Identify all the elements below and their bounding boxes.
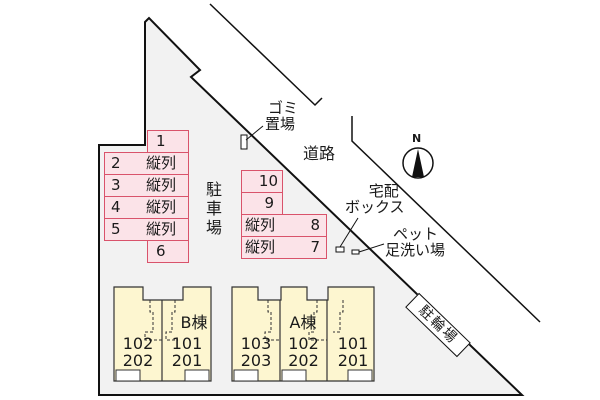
slot-type: 縦列 (146, 198, 177, 216)
parking-slot-5: 5 縦列 (104, 218, 189, 241)
parking-slot-2: 2 縦列 (104, 152, 189, 175)
unit-a-101: 101 201 (330, 335, 376, 369)
road-edge-upper (209, 3, 323, 107)
garbage-box-marker (240, 134, 248, 150)
slot-number: 8 (310, 216, 320, 234)
delivery-label-line: ボックス (345, 198, 405, 216)
unit-number: 101 (337, 334, 369, 353)
unit-number: 203 (240, 351, 272, 370)
unit-a-103: 103 203 (232, 335, 280, 369)
north-compass-icon (402, 147, 434, 179)
parking-slot-3: 3 縦列 (104, 174, 189, 197)
pet-wash-marker (351, 249, 360, 255)
unit-number: 201 (337, 351, 369, 370)
slot-number: 1 (156, 132, 166, 150)
slot-number: 4 (111, 198, 121, 216)
pet-label-line: 足洗い場 (385, 241, 446, 259)
parking-label-char: 駐 (205, 180, 222, 199)
slot-number: 2 (111, 154, 121, 172)
unit-number: 103 (240, 334, 272, 353)
parking-label-char: 車 (205, 199, 222, 218)
unit-number: 202 (122, 351, 154, 370)
delivery-box-label: 宅配 ボックス (345, 183, 405, 215)
unit-a-102: 102 202 (280, 335, 327, 369)
delivery-label-line: 宅配 (368, 182, 399, 200)
slot-type: 縦列 (146, 176, 177, 194)
parking-label: 駐 車 場 (205, 180, 223, 237)
parking-slot-9: 9 (241, 192, 283, 215)
parking-slot-7: 縦列 7 (241, 236, 327, 259)
parking-slot-10: 10 (241, 170, 283, 193)
building-a (231, 286, 375, 382)
north-label: N (412, 132, 422, 145)
unit-number: 101 (171, 334, 203, 353)
pet-wash-label: ペット 足洗い場 (385, 226, 445, 258)
parking-slot-4: 4 縦列 (104, 196, 189, 219)
slot-number: 9 (264, 194, 274, 212)
unit-number: 102 (288, 334, 319, 353)
slot-number: 6 (156, 242, 166, 260)
parking-slot-6: 6 (147, 240, 189, 263)
slot-number: 5 (111, 220, 121, 238)
slot-number: 7 (310, 238, 320, 256)
unit-number: 201 (171, 351, 203, 370)
garbage-area-label: ゴミ 置場 (265, 100, 298, 132)
slot-type: 縦列 (146, 154, 177, 172)
slot-number: 10 (258, 172, 278, 190)
unit-b-102: 102 202 (114, 335, 162, 369)
parking-label-char: 場 (205, 218, 222, 237)
slot-type: 縦列 (245, 238, 276, 256)
road-label: 道路 (303, 144, 336, 163)
building-b (113, 286, 212, 382)
garbage-label-line: 置場 (265, 115, 296, 133)
slot-type: 縦列 (245, 216, 276, 234)
delivery-box-marker (335, 246, 345, 253)
unit-number: 102 (122, 334, 154, 353)
road-edge-lower (351, 116, 541, 323)
slot-number: 3 (111, 176, 121, 194)
garbage-label-line: ゴミ (268, 99, 299, 117)
parking-slot-1: 1 (147, 130, 189, 153)
pet-label-line: ペット (393, 225, 439, 243)
unit-b-101: 101 201 (163, 335, 211, 369)
slot-type: 縦列 (146, 220, 177, 238)
building-a-name: A棟 (289, 313, 317, 332)
building-b-name: B棟 (180, 313, 208, 332)
parking-slot-8: 縦列 8 (241, 214, 327, 237)
unit-number: 202 (288, 351, 319, 370)
